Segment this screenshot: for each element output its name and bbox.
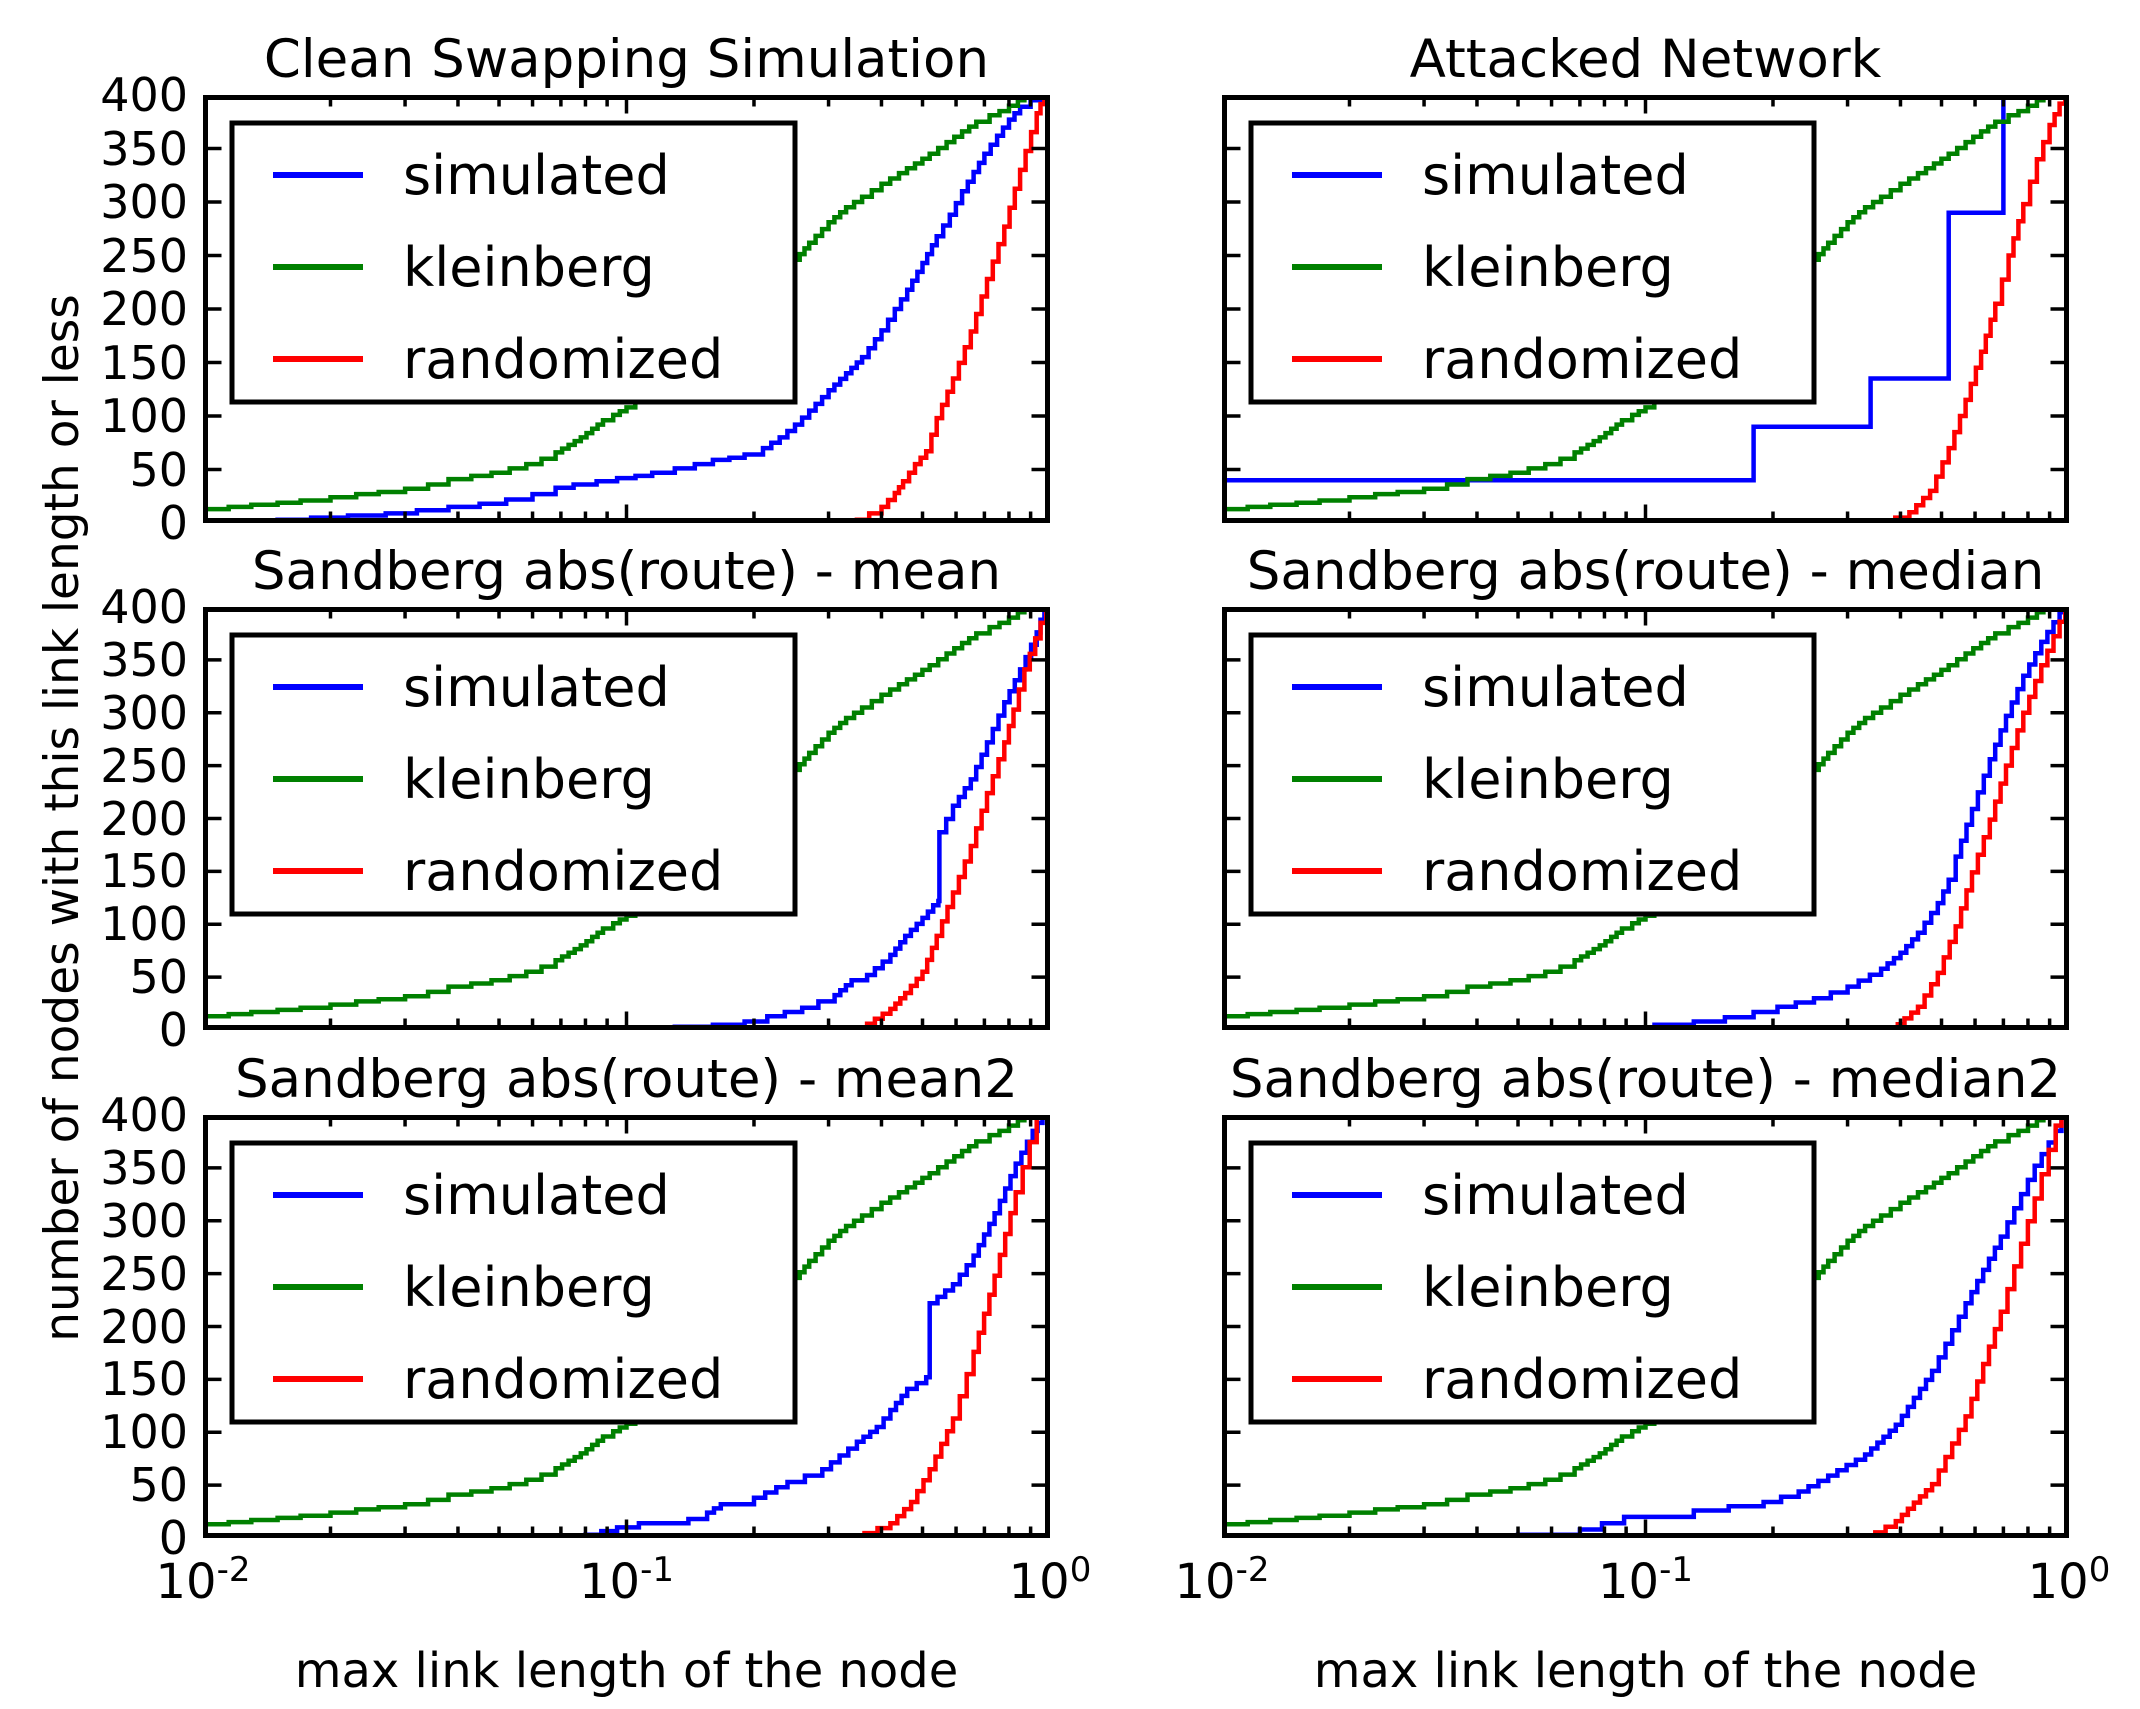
y-tick-label: 150	[100, 844, 188, 899]
subplot-sandberg-median: Sandberg abs(route) - median simulated kl…	[1222, 541, 2069, 1030]
legend-label-simulated: simulated	[1422, 1164, 1689, 1227]
y-tick-label: 250	[100, 738, 188, 793]
legend-label-kleinberg: kleinberg	[1422, 748, 1674, 811]
legend-label-simulated: simulated	[1422, 656, 1689, 719]
legend-label-randomized: randomized	[1422, 1348, 1742, 1411]
y-tick-label: 250	[100, 228, 188, 283]
legend-label-kleinberg: kleinberg	[1422, 1256, 1674, 1319]
legend-box: simulated kleinberg randomized	[1248, 1140, 1817, 1425]
plot-canvas-attacked-network: simulated kleinberg randomized	[1222, 95, 2069, 523]
plot-canvas-sandberg-mean2: simulated kleinberg randomized	[203, 1115, 1050, 1538]
y-tick-label: 50	[129, 1458, 188, 1513]
legend-label-randomized: randomized	[403, 840, 723, 903]
y-tick-label: 150	[100, 1352, 188, 1407]
plot-title: Clean Swapping Simulation	[263, 29, 990, 90]
series-randomized	[854, 97, 1047, 521]
legend-label-kleinberg: kleinberg	[403, 748, 655, 811]
y-tick-label: 0	[158, 496, 188, 550]
subplot-clean-swapping-simulation: Clean Swapping Simulation simulated klein…	[203, 29, 1050, 523]
series-randomized	[1893, 97, 2067, 521]
subplot-sandberg-mean2: Sandberg abs(route) - mean2 simulated kle…	[203, 1049, 1050, 1538]
x-tick-label: 10-1	[1598, 1550, 1693, 1610]
y-tick-label: 400	[100, 68, 188, 122]
x-axis-label-right: max link length of the node	[1313, 1643, 1978, 1699]
plot-canvas-clean-swapping: simulated kleinberg randomized	[203, 95, 1050, 523]
x-tick-label: 100	[1008, 1550, 1092, 1610]
subplot-attacked-network: Attacked Network simulated kleinberg rando…	[1222, 29, 2069, 523]
legend-label-simulated: simulated	[1422, 144, 1689, 207]
y-tick-label: 150	[100, 335, 188, 390]
legend-label-kleinberg: kleinberg	[1422, 236, 1674, 299]
legend-label-randomized: randomized	[1422, 328, 1742, 391]
y-tick-label: 350	[100, 1140, 188, 1195]
y-tick-label: 350	[100, 632, 188, 687]
plot-title: Sandberg abs(route) - median2	[1229, 1049, 2062, 1110]
y-tick-label: 300	[100, 685, 188, 740]
legend-label-randomized: randomized	[1422, 840, 1742, 903]
plot-canvas-sandberg-median2: simulated kleinberg randomized	[1222, 1115, 2069, 1538]
y-tick-label: 100	[100, 389, 188, 443]
y-tick-label: 300	[100, 175, 188, 229]
series-simulated	[1421, 1117, 2064, 1536]
legend-box: simulated kleinberg randomized	[229, 1140, 798, 1425]
plot-title: Sandberg abs(route) - mean2	[235, 1049, 1018, 1110]
y-tick-label: 350	[100, 121, 188, 176]
series-simulated	[583, 609, 1047, 1028]
x-axis-label-left: max link length of the node	[294, 1643, 959, 1699]
x-tick-label: 100	[2027, 1550, 2111, 1610]
series-simulated	[234, 97, 1043, 521]
x-tick-label: 10-1	[579, 1550, 674, 1610]
legend-box: simulated kleinberg randomized	[1248, 120, 1817, 405]
x-tick-label: 10-2	[1174, 1550, 1270, 1610]
legend-label-kleinberg: kleinberg	[403, 1256, 655, 1319]
plot-canvas-sandberg-median: simulated kleinberg randomized	[1222, 607, 2069, 1030]
y-tick-label: 50	[129, 442, 188, 497]
series-randomized	[862, 1117, 1043, 1536]
y-tick-label: 0	[158, 1511, 188, 1565]
legend-label-randomized: randomized	[403, 328, 723, 391]
y-tick-label: 400	[100, 580, 188, 634]
y-tick-label: 250	[100, 1246, 188, 1301]
plot-canvas-sandberg-mean: simulated kleinberg randomized	[203, 607, 1050, 1030]
y-tick-label: 0	[158, 1003, 188, 1057]
series-simulated	[530, 1117, 1045, 1536]
plot-title: Sandberg abs(route) - median	[1246, 541, 2045, 602]
series-simulated	[1515, 609, 2066, 1028]
legend-label-simulated: simulated	[403, 144, 670, 207]
legend-label-kleinberg: kleinberg	[403, 236, 655, 299]
y-tick-label: 200	[100, 791, 188, 846]
series-randomized	[864, 609, 1048, 1028]
legend-label-simulated: simulated	[403, 1164, 670, 1227]
y-tick-label: 100	[100, 897, 188, 952]
legend-box: simulated kleinberg randomized	[1248, 632, 1817, 917]
series-randomized	[1895, 609, 2067, 1028]
plot-title: Sandberg abs(route) - mean	[251, 541, 1002, 602]
y-tick-label: 400	[100, 1088, 188, 1142]
y-tick-label: 200	[100, 1299, 188, 1354]
legend-box: simulated kleinberg randomized	[229, 120, 798, 405]
y-tick-label: 200	[100, 282, 188, 336]
legend-label-randomized: randomized	[403, 1348, 723, 1411]
series-simulated	[1224, 97, 2006, 483]
legend-label-simulated: simulated	[403, 656, 670, 719]
y-tick-label: 300	[100, 1193, 188, 1248]
legend-box: simulated kleinberg randomized	[229, 632, 798, 917]
x-tick-label: 10-2	[155, 1550, 251, 1610]
subplot-sandberg-mean: Sandberg abs(route) - mean simulated klei…	[203, 541, 1050, 1030]
series-randomized	[1873, 1117, 2064, 1536]
plot-title: Attacked Network	[1409, 29, 1882, 90]
y-tick-label: 50	[129, 950, 188, 1005]
subplot-sandberg-median2: Sandberg abs(route) - median2 simulated k…	[1222, 1049, 2069, 1538]
y-tick-label: 100	[100, 1405, 188, 1460]
